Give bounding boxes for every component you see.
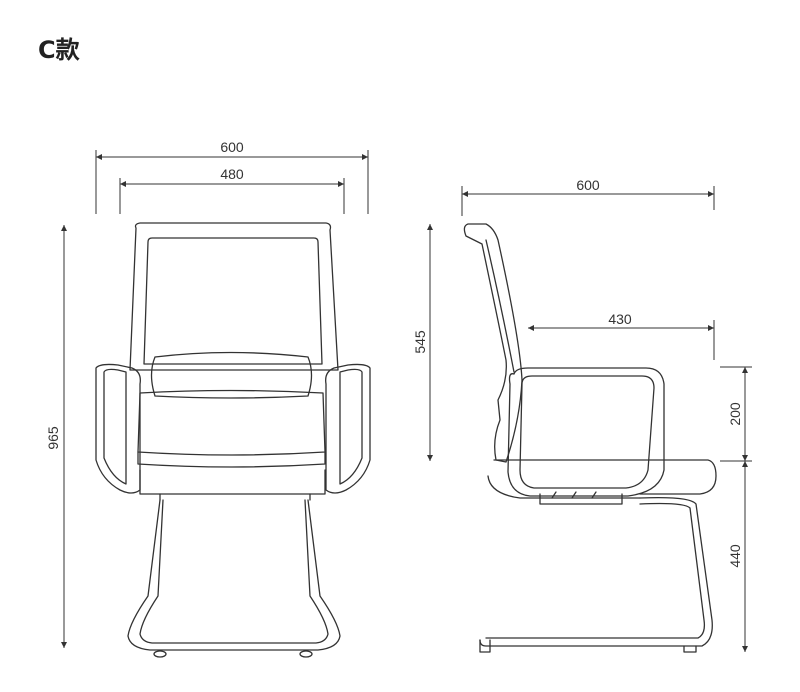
dim-label-back-height: 545 [412, 330, 428, 354]
dim-label-armrest-height: 200 [727, 402, 743, 426]
dim-label-seat-height: 440 [727, 544, 743, 568]
front-seat-mechanism [139, 469, 326, 495]
front-dimensions [61, 150, 369, 648]
drawing-title: C款 [38, 36, 81, 64]
dim-label-front-width: 600 [220, 139, 244, 155]
front-view [95, 222, 371, 658]
front-backrest-frame [129, 222, 339, 371]
side-seat [493, 459, 717, 495]
front-seat-edge [137, 451, 326, 468]
side-dimensions [427, 186, 752, 652]
dim-label-seat-depth: 430 [608, 311, 632, 327]
front-backrest-mesh [143, 237, 323, 365]
dim-label-overall-depth: 600 [576, 177, 600, 193]
dim-label-seat-width: 480 [220, 166, 244, 182]
front-right-armrest [325, 363, 371, 494]
side-armrest-loop [507, 367, 665, 497]
front-seat [137, 389, 326, 456]
side-seat-mechanism [539, 493, 623, 505]
dim-label-overall-height: 965 [45, 426, 61, 450]
front-right-armrest-inner [339, 368, 363, 485]
front-left-armrest [95, 363, 141, 494]
side-backrest [463, 223, 523, 463]
side-sled-base [479, 496, 713, 647]
side-view [463, 223, 717, 653]
front-left-armrest-inner [103, 368, 127, 485]
front-sled-base [127, 499, 341, 651]
side-armrest-inner [519, 375, 655, 489]
